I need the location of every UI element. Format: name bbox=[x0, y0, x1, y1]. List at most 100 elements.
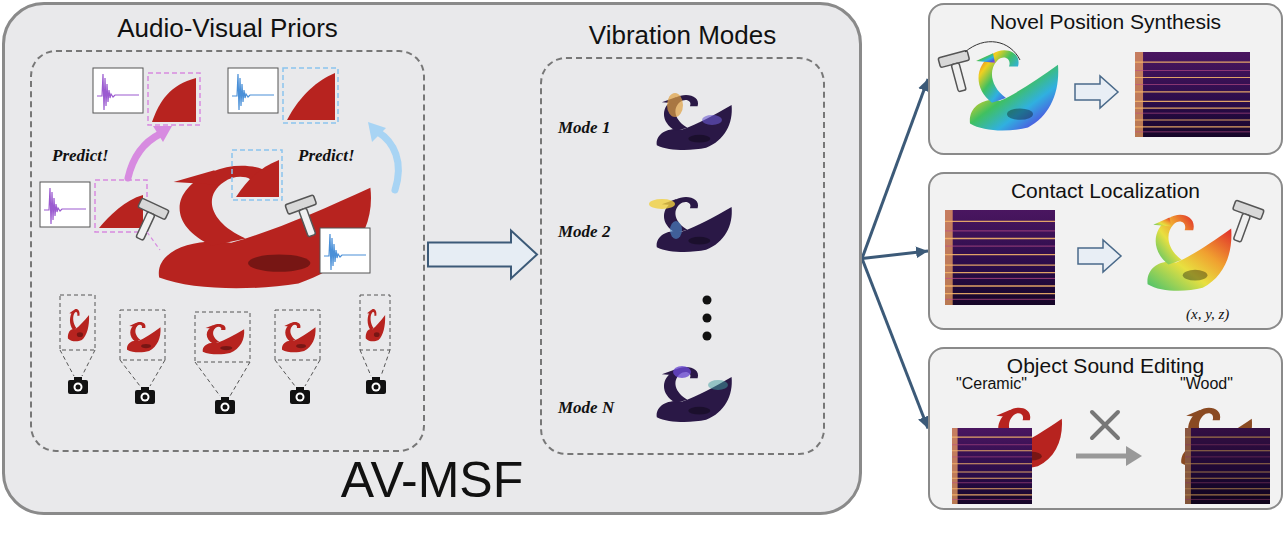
priors-illustration bbox=[40, 68, 398, 414]
panel-fill bbox=[928, 172, 1283, 330]
mode-label: Mode N bbox=[558, 398, 614, 418]
illustration-use bbox=[1223, 200, 1264, 246]
illustration-use bbox=[135, 387, 155, 404]
illustration-path bbox=[99, 195, 143, 228]
node-title: Contact Localization bbox=[1011, 179, 1200, 203]
coordinate-label: (x, y, z) bbox=[1186, 306, 1229, 323]
illustration-use bbox=[952, 428, 1032, 504]
predict-label: Predict! bbox=[52, 146, 109, 166]
illustration-path bbox=[287, 73, 335, 120]
illustration-use bbox=[1147, 215, 1231, 291]
node-title: Vibration Modes bbox=[589, 21, 776, 51]
illustration-use bbox=[366, 377, 386, 394]
illustration-path bbox=[120, 360, 165, 386]
illustration-use bbox=[126, 198, 169, 245]
illustration-ellipse bbox=[649, 199, 675, 209]
predict-label: Predict! bbox=[298, 146, 355, 166]
block-arrow bbox=[428, 231, 537, 279]
illustration-line bbox=[147, 232, 160, 250]
panel-fill bbox=[2, 2, 862, 515]
illustration-use bbox=[40, 182, 90, 227]
illustration-use bbox=[1185, 428, 1270, 504]
connector-arrow bbox=[862, 251, 928, 259]
illustration-g bbox=[428, 79, 928, 429]
illustration-use bbox=[1135, 52, 1250, 137]
material-label: "Wood" bbox=[1180, 375, 1233, 393]
illustration-rect bbox=[148, 73, 200, 125]
illustration-use bbox=[320, 228, 370, 273]
illustration-use bbox=[282, 322, 316, 352]
panel-fills bbox=[2, 2, 1283, 515]
illustration-circle bbox=[703, 296, 712, 305]
connector-arrow bbox=[862, 259, 928, 429]
illustration-use bbox=[68, 377, 88, 394]
illustration-use bbox=[93, 68, 143, 113]
illustration-line bbox=[1092, 412, 1118, 438]
illustration-use bbox=[290, 387, 310, 404]
illustration-ellipse bbox=[667, 93, 683, 117]
illustration-use bbox=[228, 68, 278, 113]
illustration-rect bbox=[232, 150, 282, 200]
mode-label: Mode 2 bbox=[558, 222, 610, 242]
illustration-ellipse bbox=[673, 366, 691, 378]
priors-box: Audio-Visual Priors bbox=[30, 50, 425, 452]
illustration-path bbox=[236, 160, 279, 197]
node-title: Object Sound Editing bbox=[1007, 354, 1204, 378]
illustration-path bbox=[378, 132, 398, 190]
task-panel: Contact Localization bbox=[928, 172, 1283, 330]
node-title: AV-MSF bbox=[341, 452, 523, 510]
illustration-use bbox=[657, 367, 732, 422]
illustration-use bbox=[127, 322, 161, 352]
illustration-use bbox=[366, 309, 385, 341]
illustration-use bbox=[68, 309, 89, 341]
illustration-circle bbox=[703, 332, 712, 341]
illustration-ellipse bbox=[708, 380, 728, 390]
tasks-illustration bbox=[938, 42, 1270, 504]
mode-label: Mode 1 bbox=[558, 118, 610, 138]
illustration-path bbox=[275, 360, 320, 386]
illustration-path bbox=[128, 134, 160, 178]
task-panel: Object Sound Editing bbox=[928, 347, 1283, 510]
illustration-rect bbox=[120, 310, 165, 360]
illustration-rect bbox=[275, 310, 320, 360]
illustration-path bbox=[360, 350, 390, 376]
node-title: Novel Position Synthesis bbox=[990, 10, 1221, 34]
illustration-rect bbox=[283, 68, 338, 123]
illustration-path bbox=[153, 126, 172, 142]
illustration-ellipse bbox=[670, 221, 682, 239]
illustration-use bbox=[215, 397, 235, 414]
panel-fill bbox=[928, 347, 1283, 510]
material-label: "Ceramic" bbox=[956, 375, 1027, 393]
illustration-g bbox=[1092, 412, 1118, 438]
illustration-path bbox=[1126, 446, 1142, 466]
illustration-line bbox=[1076, 454, 1128, 459]
node-title: Audio-Visual Priors bbox=[117, 14, 338, 44]
illustration-path bbox=[195, 362, 250, 396]
illustration-path bbox=[152, 78, 196, 122]
illustration-ellipse bbox=[702, 115, 722, 125]
illustration-path bbox=[965, 42, 1020, 60]
main-panel: AV-MSFAudio-Visual PriorsVibration Modes bbox=[2, 2, 862, 515]
illustration-use bbox=[203, 324, 245, 354]
illustration-rect bbox=[360, 295, 390, 350]
illustration-rect bbox=[60, 295, 95, 350]
illustration-path bbox=[368, 122, 386, 142]
illustration-line bbox=[1092, 412, 1118, 438]
illustration-polygon bbox=[1075, 76, 1118, 108]
connector-arrow bbox=[862, 79, 928, 259]
illustration-use bbox=[945, 210, 1055, 305]
illustration-rect bbox=[195, 312, 250, 362]
illustration-use bbox=[970, 50, 1058, 130]
illustration-circle bbox=[703, 314, 712, 323]
illustration-rect bbox=[1185, 428, 1270, 504]
modes-illustration bbox=[649, 93, 732, 422]
panel-fill bbox=[928, 3, 1283, 155]
illustration-use bbox=[938, 50, 977, 94]
illustration-g bbox=[60, 295, 390, 396]
task-panel: Novel Position Synthesis bbox=[928, 3, 1283, 155]
illustration-path bbox=[60, 350, 95, 376]
illustration-polygon bbox=[1078, 240, 1121, 272]
modes-box: Vibration Modes bbox=[540, 57, 825, 455]
